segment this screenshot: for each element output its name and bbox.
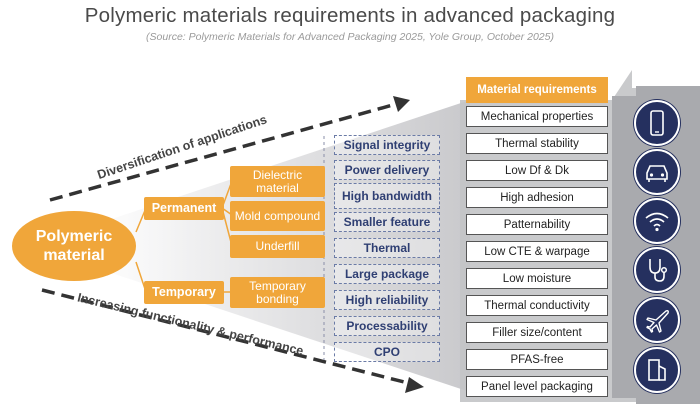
smartphone-icon bbox=[634, 100, 680, 146]
driver-item: Large package bbox=[334, 264, 440, 284]
top-arrow-head bbox=[393, 96, 410, 112]
requirement-item: Mechanical properties bbox=[466, 106, 608, 127]
category-permanent: Permanent bbox=[144, 197, 224, 220]
driver-item: Smaller feature bbox=[334, 212, 440, 232]
material-underfill: Underfill bbox=[230, 235, 325, 258]
material-temporary-bonding: Temporary bonding bbox=[230, 277, 325, 308]
bottom-arrow-head bbox=[405, 377, 424, 393]
page-title: Polymeric materials requirements in adva… bbox=[84, 4, 616, 27]
requirement-item: Low CTE & warpage bbox=[466, 241, 608, 262]
requirements-header: Material requirements bbox=[466, 77, 608, 103]
material-mold-compound: Mold compound bbox=[230, 201, 325, 231]
wifi-icon bbox=[634, 198, 680, 244]
stethoscope-icon bbox=[634, 247, 680, 293]
requirement-item: Panel level packaging bbox=[466, 376, 608, 397]
requirement-item: High adhesion bbox=[466, 187, 608, 208]
driver-item: Processability bbox=[334, 316, 440, 336]
car-icon bbox=[634, 149, 680, 195]
driver-item: High reliability bbox=[334, 290, 440, 310]
source-subtitle: (Source: Polymeric Materials for Advance… bbox=[146, 31, 554, 43]
airplane-icon bbox=[634, 297, 680, 343]
building-icon bbox=[634, 347, 680, 393]
requirement-item: Low moisture bbox=[466, 268, 608, 289]
driver-item: CPO bbox=[334, 342, 440, 362]
requirement-item: Patternability bbox=[466, 214, 608, 235]
driver-item: Signal integrity bbox=[334, 135, 440, 155]
requirement-item: PFAS-free bbox=[466, 349, 608, 370]
material-dielectric: Dielectric material bbox=[230, 166, 325, 197]
requirement-item: Thermal stability bbox=[466, 133, 608, 154]
requirement-item: Filler size/content bbox=[466, 322, 608, 343]
root-node-polymeric-material: Polymeric material bbox=[12, 211, 136, 281]
bottom-dashed-arrow bbox=[41, 288, 413, 386]
driver-item: High bandwidth bbox=[334, 183, 440, 209]
driver-item: Power delivery bbox=[334, 160, 440, 180]
category-temporary: Temporary bbox=[144, 281, 224, 304]
requirement-item: Low Df & Dk bbox=[466, 160, 608, 181]
driver-item: Thermal bbox=[334, 238, 440, 258]
top-dashed-arrow bbox=[49, 101, 401, 202]
requirement-item: Thermal conductivity bbox=[466, 295, 608, 316]
